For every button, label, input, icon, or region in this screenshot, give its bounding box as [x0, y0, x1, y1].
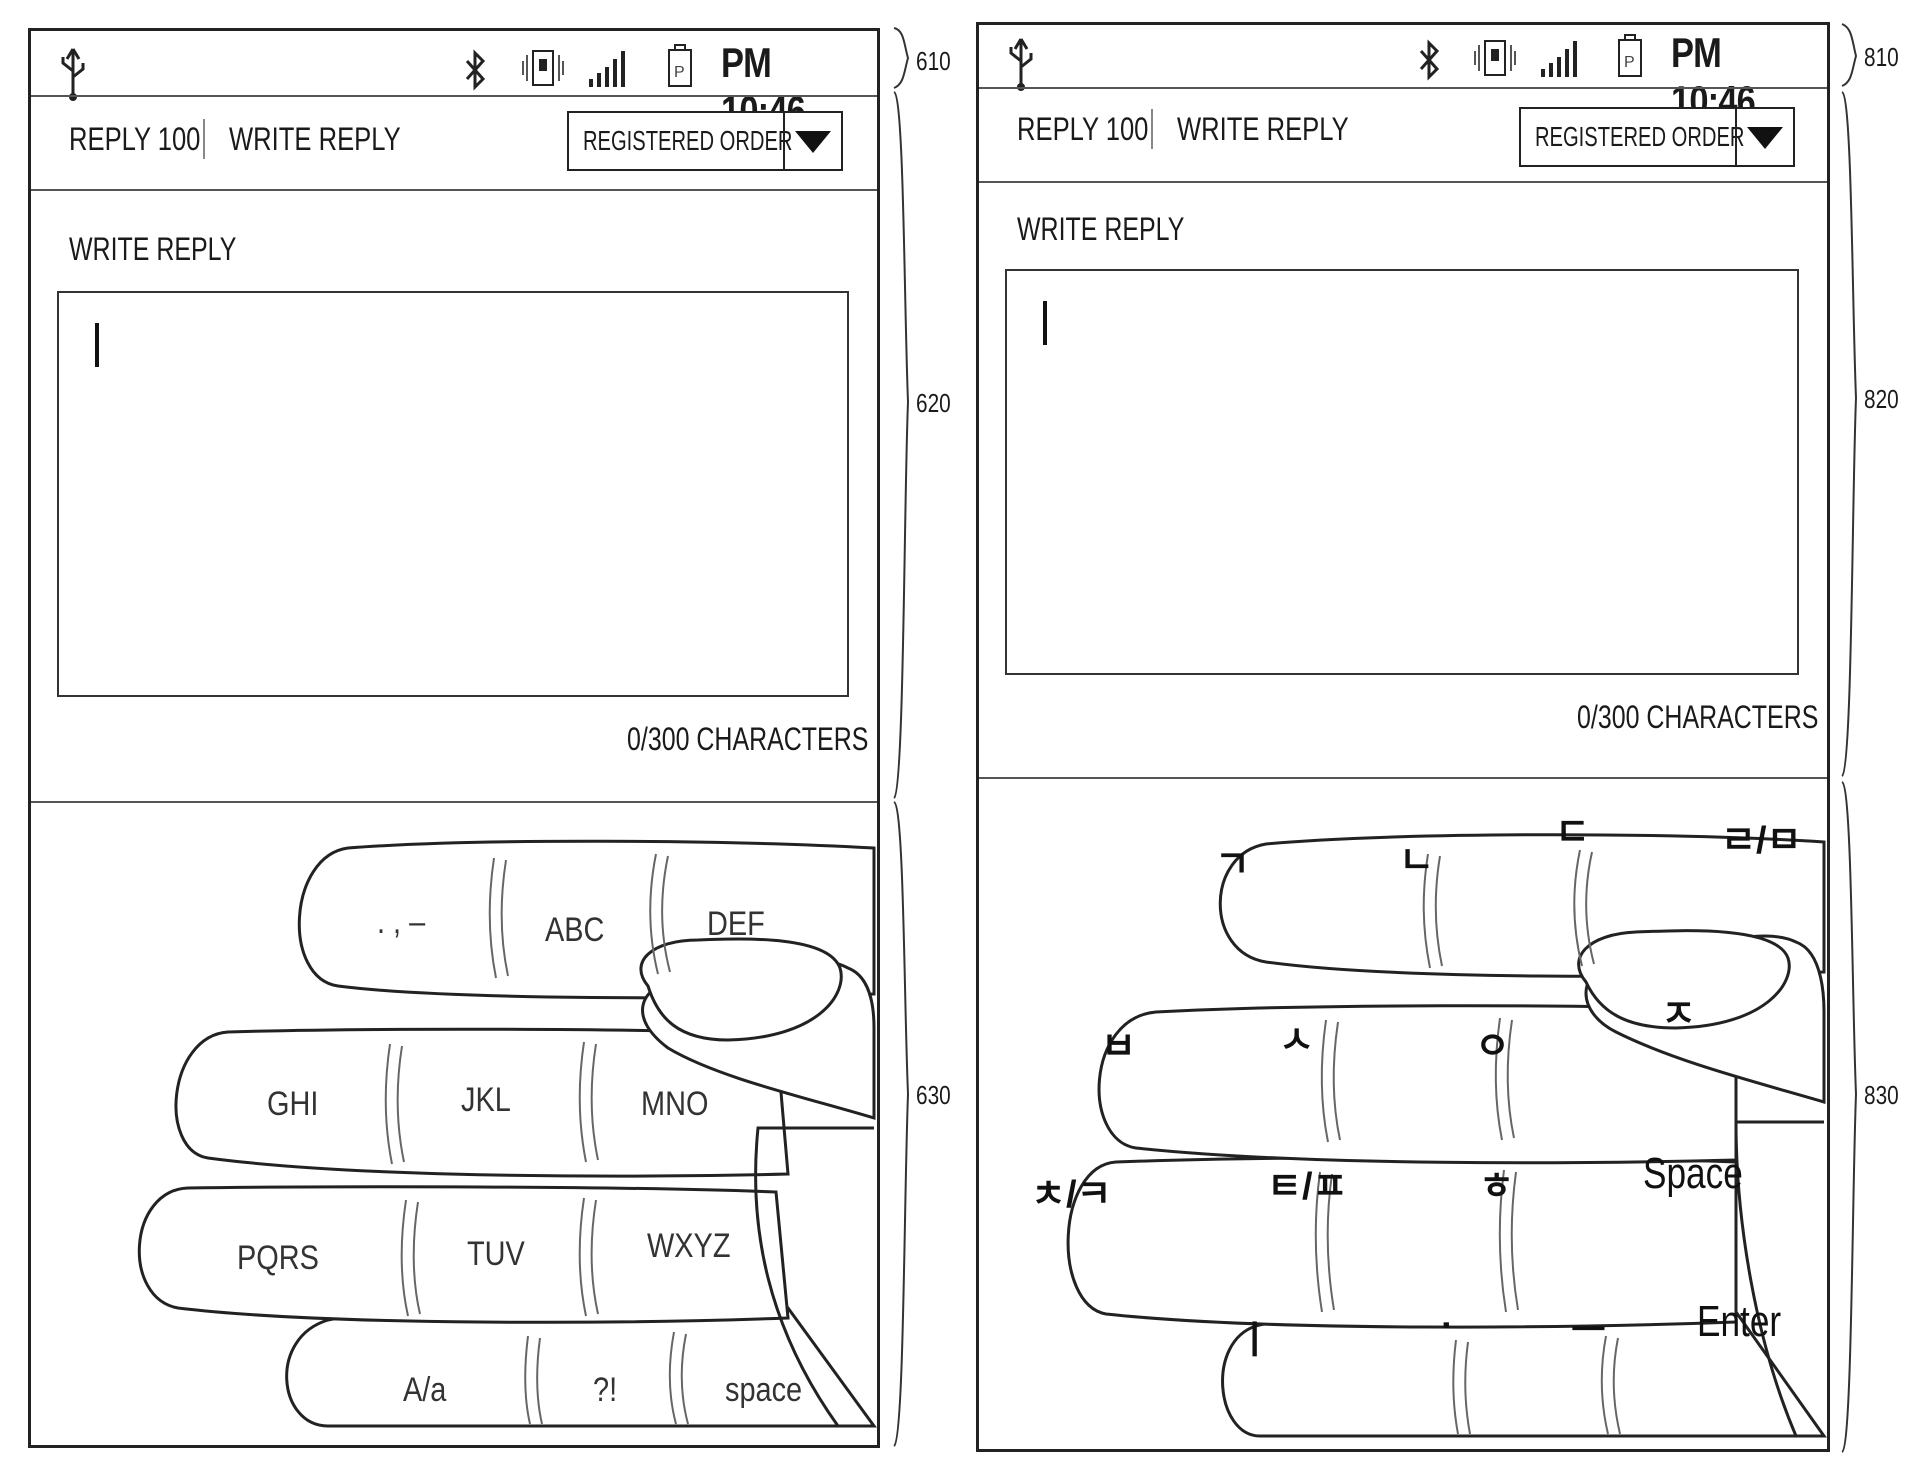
hand-drawing [1066, 833, 1827, 1438]
dropdown-label: REGISTERED ORDER [1535, 121, 1745, 152]
section-title: WRITE REPLY [1017, 211, 1185, 247]
header-divider [979, 181, 1827, 183]
svg-text:P: P [1624, 54, 1635, 71]
character-counter: 0/300 CHARACTERS [1577, 699, 1819, 735]
vibrate-icon [1474, 40, 1516, 76]
ring-finger [137, 1185, 790, 1324]
reply-textarea[interactable] [57, 291, 849, 697]
thumb-tip [1577, 929, 1791, 1030]
key-vowel-dot[interactable]: · [1441, 1305, 1454, 1347]
signal-icon [1541, 41, 1577, 77]
chevron-down-icon [795, 131, 831, 153]
left-device-screen: P PM 10:46 REPLY 100 WRITE REPLY REGISTE… [28, 28, 880, 1448]
battery-icon: P [1618, 34, 1642, 77]
ring-finger [1066, 1156, 1738, 1329]
ref-620: 620 [916, 388, 951, 418]
svg-text:P: P [674, 64, 685, 81]
right-reference-braces [1841, 23, 1858, 1453]
ref-630: 630 [916, 1080, 951, 1110]
ref-610: 610 [916, 46, 951, 76]
key-space[interactable]: space [725, 1371, 803, 1409]
vibrate-icon [522, 50, 564, 86]
tab-write-reply[interactable]: WRITE REPLY [1177, 111, 1349, 147]
key-case-toggle[interactable]: A/a [403, 1371, 447, 1409]
thumb-tip [639, 937, 843, 1042]
key-bieup[interactable]: ㅂ [1101, 1026, 1136, 1068]
right-device-screen: P PM 10:46 REPLY 100 WRITE REPLY REGISTE… [976, 22, 1830, 1452]
status-divider [31, 95, 877, 97]
ref-810: 810 [1864, 42, 1899, 72]
palm-outline [754, 1126, 874, 1427]
middle-finger [174, 1027, 790, 1178]
header-divider [31, 189, 877, 191]
key-ieung[interactable]: ㅇ [1475, 1026, 1510, 1068]
signal-icon [589, 51, 625, 87]
key-siot[interactable]: ㅅ [1279, 1020, 1314, 1062]
tab-reply-count[interactable]: REPLY 100 [69, 121, 201, 157]
status-divider [979, 87, 1827, 89]
section-title: WRITE REPLY [69, 231, 237, 267]
key-symbols[interactable]: ?! [593, 1371, 618, 1409]
dropdown-toggle[interactable] [1735, 109, 1793, 165]
tab-reply-count[interactable]: REPLY 100 [1017, 111, 1149, 147]
key-ghi[interactable]: GHI [267, 1085, 319, 1123]
keyboard-divider [31, 801, 877, 803]
tab-separator [203, 119, 205, 159]
key-nieun[interactable]: ㄴ [1399, 840, 1434, 882]
key-pqrs[interactable]: PQRS [237, 1239, 319, 1277]
hand-drawing [137, 839, 877, 1428]
text-cursor [1043, 301, 1047, 345]
chevron-down-icon [1747, 127, 1783, 149]
tab-write-reply[interactable]: WRITE REPLY [229, 121, 401, 157]
key-jkl[interactable]: JKL [461, 1081, 511, 1119]
key-jieut[interactable]: ㅈ [1661, 994, 1696, 1036]
key-punctuation[interactable]: . , – [377, 903, 426, 941]
ref-820: 820 [1864, 384, 1899, 414]
bluetooth-icon [465, 49, 486, 91]
key-vowel-i[interactable]: ㅣ [1237, 1320, 1272, 1362]
tab-separator [1151, 109, 1153, 149]
key-wxyz[interactable]: WXYZ [647, 1227, 731, 1265]
sort-order-dropdown[interactable]: REGISTERED ORDER [567, 111, 843, 171]
character-counter: 0/300 CHARACTERS [627, 721, 869, 757]
sort-order-dropdown[interactable]: REGISTERED ORDER [1519, 107, 1795, 167]
key-digeut[interactable]: ㄷ [1555, 812, 1590, 854]
key-abc[interactable]: ABC [545, 911, 605, 949]
bluetooth-icon [1419, 39, 1440, 81]
key-tieut-pieup[interactable]: ㅌ/ㅍ [1267, 1166, 1348, 1208]
reply-textarea[interactable] [1005, 269, 1799, 675]
key-tuv[interactable]: TUV [467, 1235, 525, 1273]
key-def[interactable]: DEF [707, 905, 765, 943]
key-enter[interactable]: Enter [1697, 1297, 1782, 1346]
middle-finger [1097, 1004, 1738, 1165]
status-time: PM 10:46 [721, 39, 806, 134]
key-space[interactable]: Space [1643, 1149, 1743, 1198]
ref-830: 830 [1864, 1080, 1899, 1110]
palm-outline [1734, 1120, 1824, 1437]
keyboard-divider [979, 777, 1827, 779]
text-cursor [95, 323, 99, 367]
dropdown-label: REGISTERED ORDER [583, 125, 793, 156]
key-mno[interactable]: MNO [641, 1085, 709, 1123]
key-rieul-mieum[interactable]: ㄹ/ㅁ [1721, 820, 1802, 862]
key-vowel-eu[interactable]: ㅡ [1571, 1310, 1606, 1352]
key-chieut-kieuk[interactable]: ㅊ/ㅋ [1031, 1174, 1112, 1216]
left-reference-braces [893, 27, 910, 1447]
battery-icon: P [668, 44, 692, 87]
dropdown-toggle[interactable] [783, 113, 841, 169]
key-hieut[interactable]: ㅎ [1479, 1166, 1514, 1208]
key-giyeok[interactable]: ㄱ [1215, 844, 1250, 886]
